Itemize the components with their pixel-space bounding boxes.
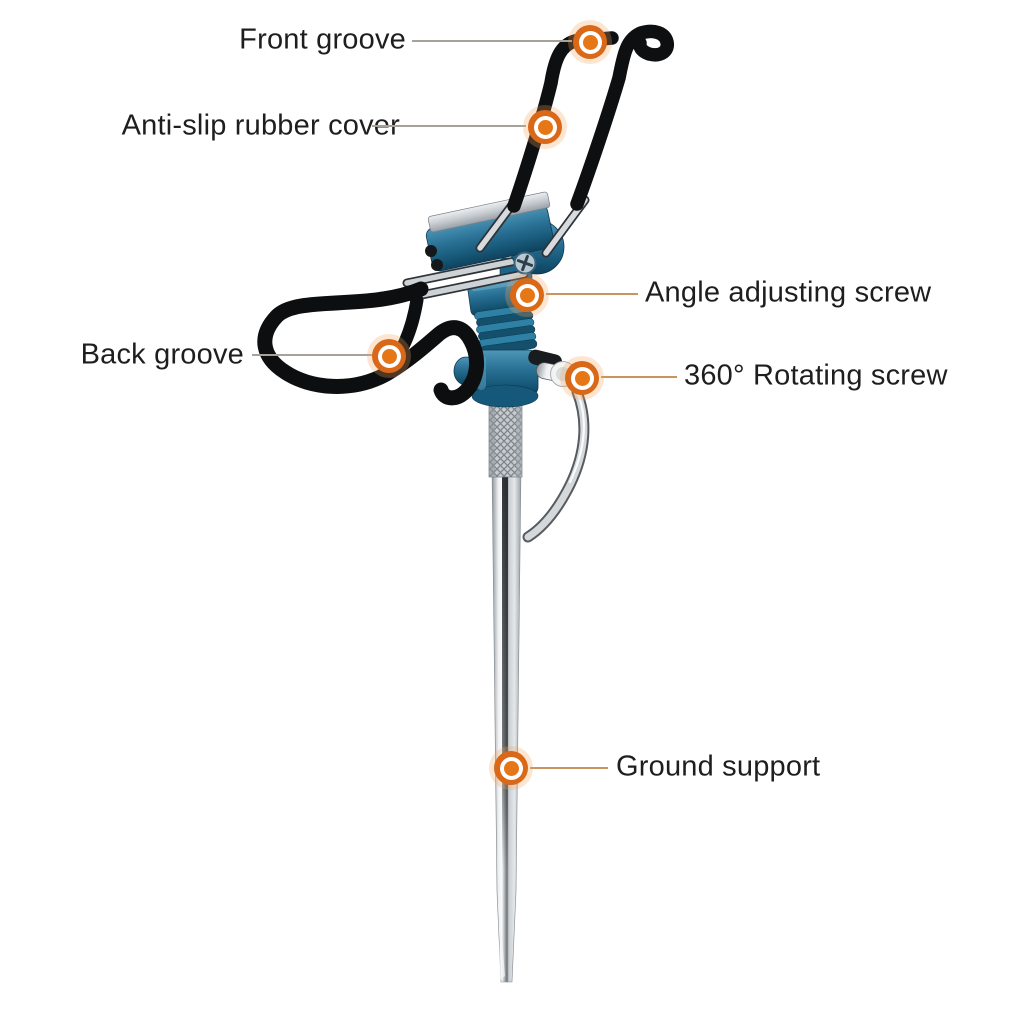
marker-front-groove: [573, 25, 607, 59]
callout-line-rotating-screw: [601, 376, 677, 378]
label-front-groove: Front groove: [239, 23, 406, 56]
label-ground-support: Ground support: [616, 750, 821, 783]
marker-dot: [574, 370, 590, 386]
callout-line-angle-screw: [546, 293, 638, 295]
marker-ring: [533, 115, 557, 139]
rotation-lever: [522, 386, 590, 543]
label-back-groove: Back groove: [80, 338, 244, 371]
callout-line-back-groove: [252, 354, 373, 356]
phillips-screw: [513, 251, 537, 275]
marker-ring: [570, 366, 594, 390]
marker-dot: [582, 34, 598, 50]
marker-ring: [578, 30, 602, 54]
label-rotating-screw: 360° Rotating screw: [684, 359, 948, 392]
label-anti-slip-rubber-cover: Anti-slip rubber cover: [121, 109, 400, 142]
marker-ground-support: [494, 751, 528, 785]
marker-dot: [519, 287, 535, 303]
marker-angle-screw: [510, 278, 544, 312]
ground-spike-shaft: [491, 467, 522, 983]
threaded-bellows: [474, 304, 538, 356]
marker-dot: [381, 348, 397, 364]
marker-back-groove: [372, 339, 406, 373]
marker-rotating-screw: [565, 361, 599, 395]
marker-anti-slip: [528, 110, 562, 144]
marker-dot: [503, 760, 519, 776]
marker-dot: [537, 119, 553, 135]
callout-line-front-groove: [412, 40, 572, 42]
front-groove-arms: [507, 24, 675, 213]
marker-ring: [499, 756, 523, 780]
callout-line-ground-support: [530, 767, 608, 769]
marker-ring: [377, 344, 401, 368]
back-groove-loop: [257, 281, 484, 406]
marker-ring: [515, 283, 539, 307]
callout-line-anti-slip: [372, 125, 526, 127]
label-angle-adjusting-screw: Angle adjusting screw: [645, 276, 932, 309]
